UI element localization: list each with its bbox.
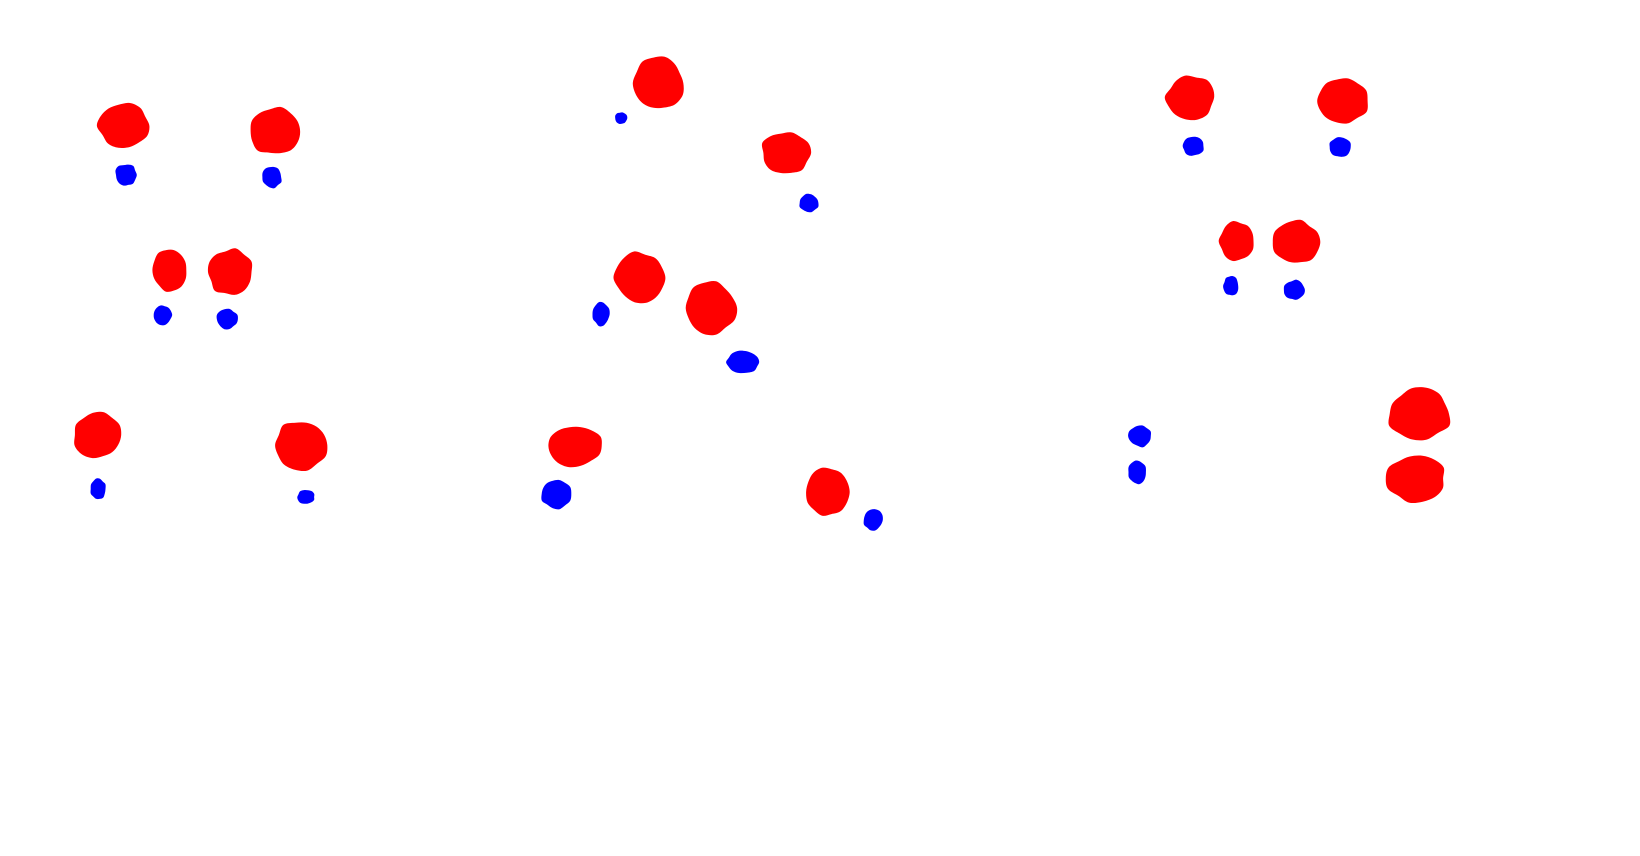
red-blob-14	[761, 132, 812, 174]
blue-blob-35	[1128, 460, 1146, 485]
blue-blob-13	[615, 112, 628, 125]
blob-layer	[74, 56, 1451, 531]
blue-blob-31	[1283, 279, 1305, 300]
red-blob-12	[632, 56, 684, 109]
red-blob-6	[207, 248, 253, 295]
red-blob-18	[685, 280, 738, 336]
red-blob-32	[1388, 387, 1451, 441]
red-blob-24	[1164, 75, 1215, 121]
blue-blob-19	[726, 350, 760, 374]
red-blob-8	[74, 411, 122, 459]
blue-blob-11	[297, 490, 315, 504]
blue-blob-15	[799, 193, 819, 213]
blue-blob-27	[1329, 137, 1351, 157]
blue-blob-33	[1128, 425, 1152, 448]
blue-blob-25	[1182, 136, 1204, 156]
blue-blob-5	[153, 305, 173, 326]
red-blob-0	[96, 102, 150, 149]
blue-blob-17	[592, 301, 610, 327]
red-blob-20	[548, 426, 602, 468]
blue-blob-29	[1223, 276, 1239, 296]
red-blob-10	[275, 422, 328, 472]
blue-blob-9	[90, 478, 106, 500]
red-blob-30	[1272, 219, 1321, 263]
red-blob-2	[250, 106, 301, 154]
red-blob-22	[806, 467, 850, 516]
red-blob-4	[152, 249, 187, 292]
red-blob-28	[1218, 221, 1254, 262]
blue-blob-7	[216, 308, 238, 330]
red-blob-26	[1317, 78, 1368, 124]
blue-blob-23	[863, 509, 883, 531]
red-blob-16	[613, 251, 666, 304]
blue-blob-1	[115, 164, 137, 186]
blue-blob-3	[262, 166, 282, 189]
blue-blob-21	[541, 479, 572, 510]
red-blob-34	[1385, 455, 1445, 504]
